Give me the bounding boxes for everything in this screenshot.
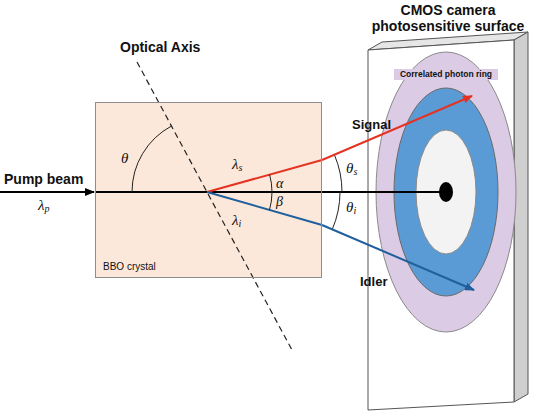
pump-arrow: [0, 191, 94, 193]
camera-panel: CMOS camera photosensitive surfaceCorrel…: [368, 40, 528, 410]
ring-label: Correlated photon ring: [394, 69, 498, 80]
idler-inner: [207, 192, 322, 225]
wavelength-label: λs: [232, 156, 242, 173]
angle-label: θi: [346, 199, 356, 216]
beam-label: Pump beam: [4, 172, 83, 187]
signal-inner: [207, 160, 322, 192]
crystal-label: BBO crystal: [103, 261, 156, 272]
wavelength-label: λi: [232, 212, 241, 229]
theta-arc: [132, 126, 172, 192]
alpha-arc: [270, 175, 272, 192]
camera-title: CMOS camera photosensitive surface: [362, 2, 534, 34]
angle-label: θs: [346, 160, 357, 177]
panel-side: [514, 32, 528, 402]
crystal-box: BBO crystal: [95, 102, 322, 278]
theta-i-arc: [332, 192, 340, 229]
signal-ray: [322, 96, 472, 160]
crystal-fill: [95, 102, 322, 278]
axis-label: Optical Axis: [120, 40, 200, 55]
wavelength-label: λp: [38, 197, 50, 214]
angle-label: α: [276, 176, 283, 191]
idler-ray: [322, 225, 474, 290]
signal-label: Signal: [352, 118, 391, 132]
pump-beam: [95, 191, 446, 193]
idler-label: Idler: [360, 275, 387, 289]
angle-label: β: [276, 194, 283, 209]
center-spot: [439, 182, 453, 202]
beta-arc: [270, 192, 273, 210]
optical-axis: [137, 62, 292, 350]
angle-label: θ: [121, 150, 128, 167]
theta-s-arc: [334, 155, 342, 192]
